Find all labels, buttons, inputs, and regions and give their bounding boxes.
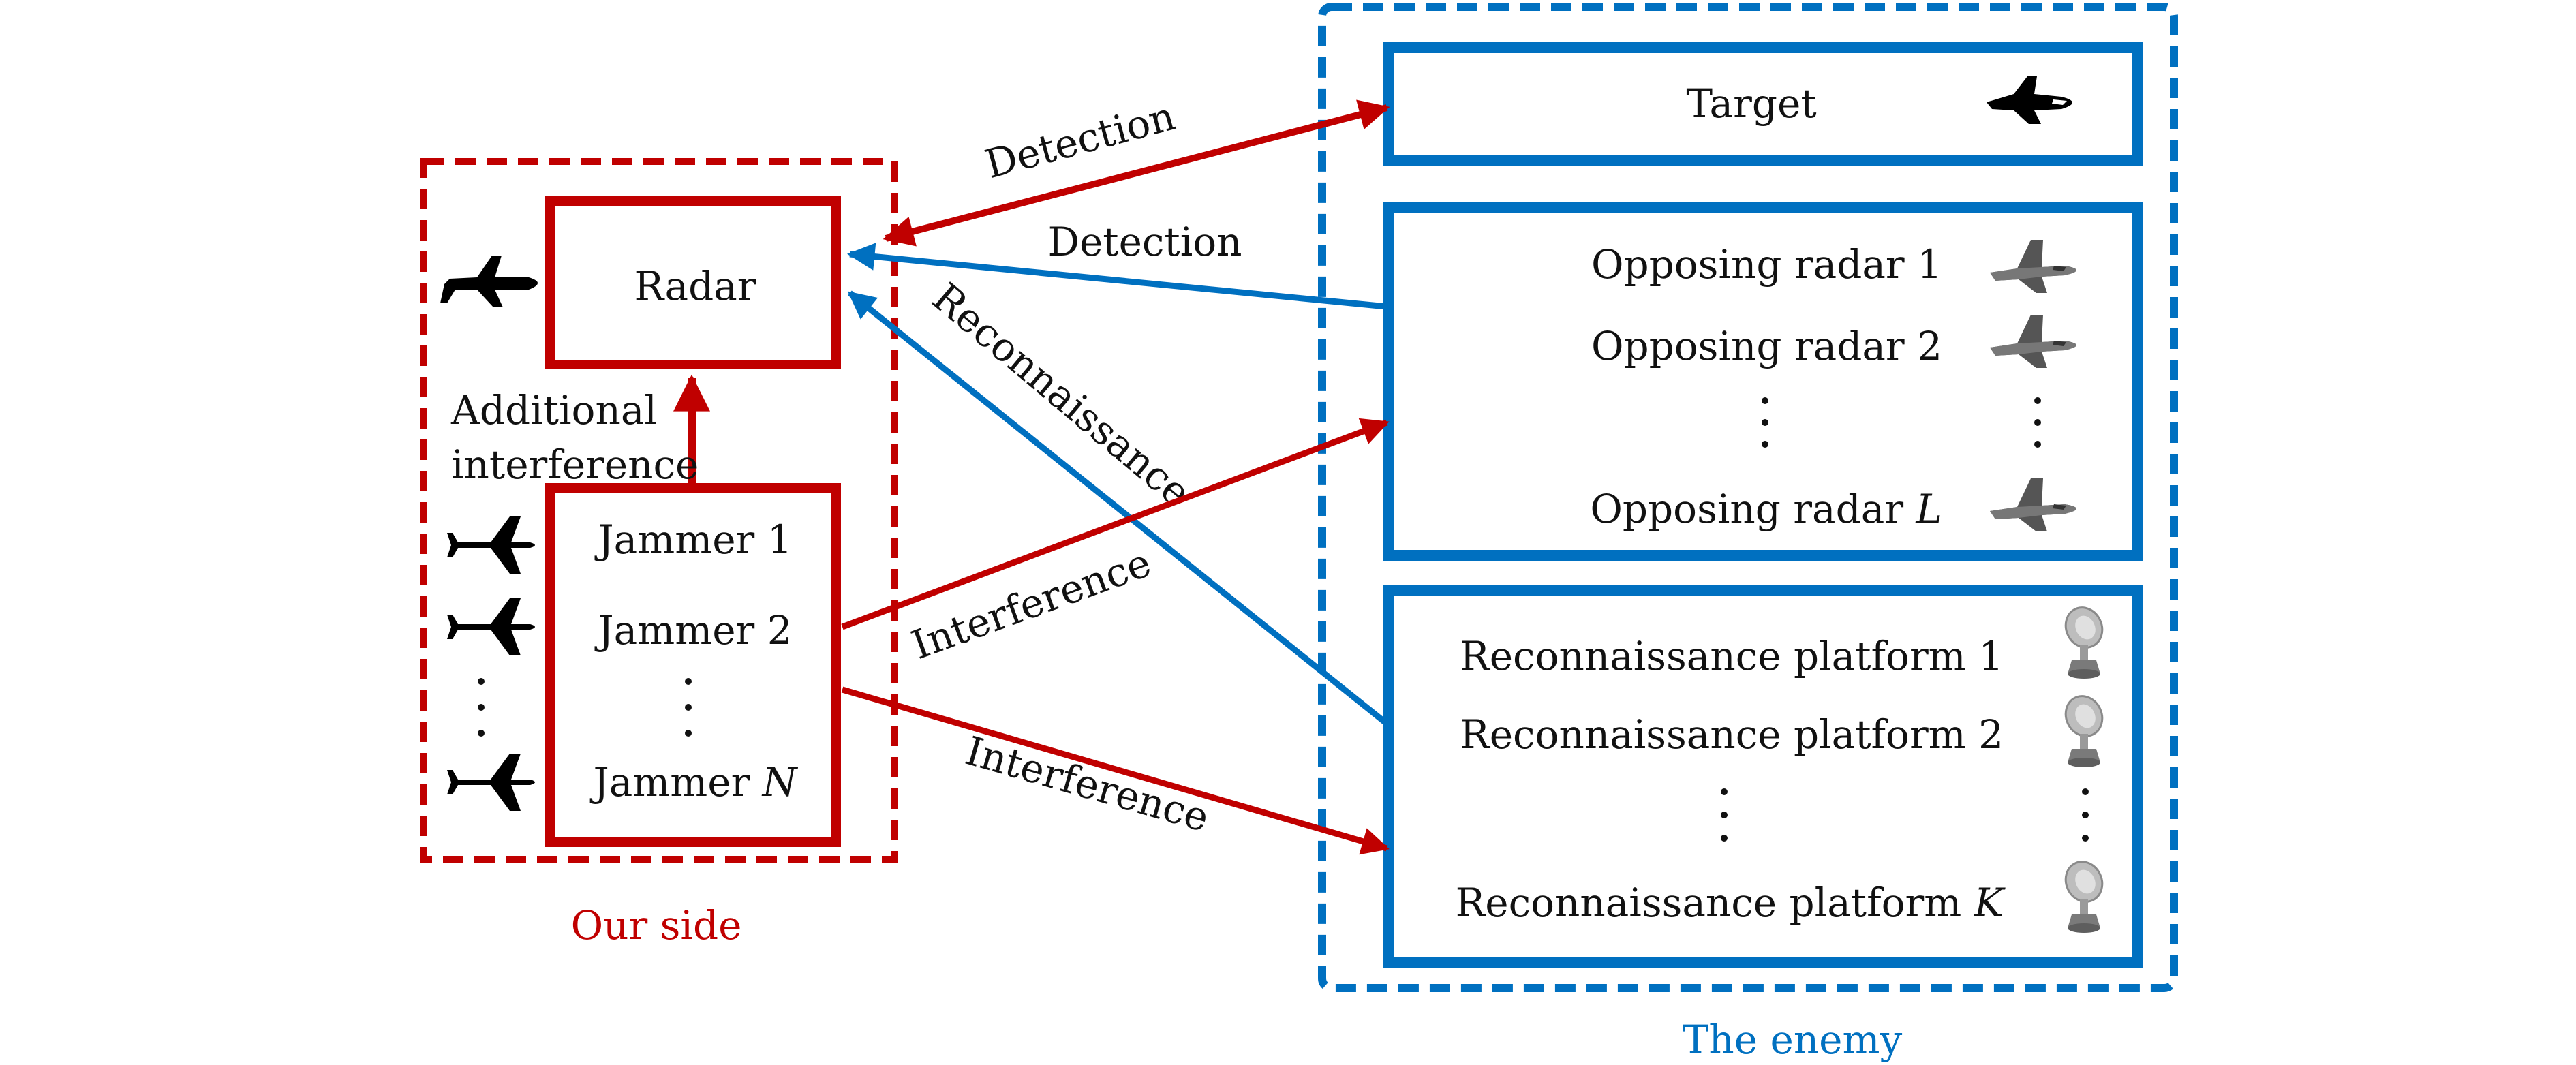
detection-incoming-label: Detection [1047,219,1242,265]
reconnaissance-label: Reconnaissance [923,274,1199,516]
jammer-2-label: Jammer 2 [594,607,792,653]
our-side-caption: Our side [571,902,742,948]
fighter-jet-icon [1990,478,2076,531]
detection-incoming-arrow [846,243,1387,310]
recon-platform-k-var: K [1974,880,2006,926]
recon-platform-1-label: Reconnaissance platform 1 [1460,633,2004,679]
aircraft-ellipsis [478,678,485,737]
opposing-radar-ellipsis [1762,397,2041,448]
satellite-dish-icon [2058,854,2110,934]
recon-platform-k-label: Reconnaissance platform K [1456,880,2006,926]
jammer-n-prefix: Jammer [589,759,762,805]
radar-box [545,196,841,369]
target-label: Target [1686,80,1816,127]
jet-aircraft-icon [447,516,535,574]
jammer-n-label: Jammer N [589,759,798,805]
jammer-ellipsis [685,678,692,737]
recon-platform-k-prefix: Reconnaissance platform [1456,880,1974,926]
opposing-radar-2-label: Opposing radar 2 [1591,323,1942,369]
opposing-radar-box [1383,202,2143,561]
radar-label: Radar [634,263,756,309]
interference-lower-arrow [841,686,1390,855]
recon-platform-ellipsis [1721,788,2089,842]
fighter-jet-icon [1990,240,2076,293]
recon-platform-2-label: Reconnaissance platform 2 [1460,711,2004,758]
opposing-radar-l-var: L [1915,486,1942,532]
enemy-region [1318,3,2178,992]
detection-outgoing-label: Detection [980,93,1180,187]
opposing-radar-l-label: Opposing radar L [1590,486,1942,532]
satellite-dish-icon [2058,600,2110,680]
jet-aircraft-icon [447,754,535,811]
satellite-dish-icon [2058,689,2110,769]
jet-aircraft-icon [447,598,535,655]
additional-interference-label: Additional interference [450,387,699,488]
transport-aircraft-icon [440,256,538,307]
additional-interference-line-1: Additional [450,387,657,433]
jammer-n-var: N [761,759,799,805]
interference-upper-arrow [841,418,1390,630]
fighter-jet-icon [1990,315,2076,368]
opposing-radar-1-label: Opposing radar 1 [1591,241,1942,288]
enemy-caption: The enemy [1683,1017,1903,1063]
additional-interference-line-2: interference [451,442,699,488]
opposing-radar-l-prefix: Opposing radar [1590,486,1916,532]
reconnaissance-arrow [847,290,1389,726]
recon-platform-box [1383,585,2143,968]
detection-outgoing-arrow [883,99,1390,247]
stealth-aircraft-icon [1987,76,2072,124]
our-side-region [420,158,898,863]
jammer-1-label: Jammer 1 [594,516,792,563]
